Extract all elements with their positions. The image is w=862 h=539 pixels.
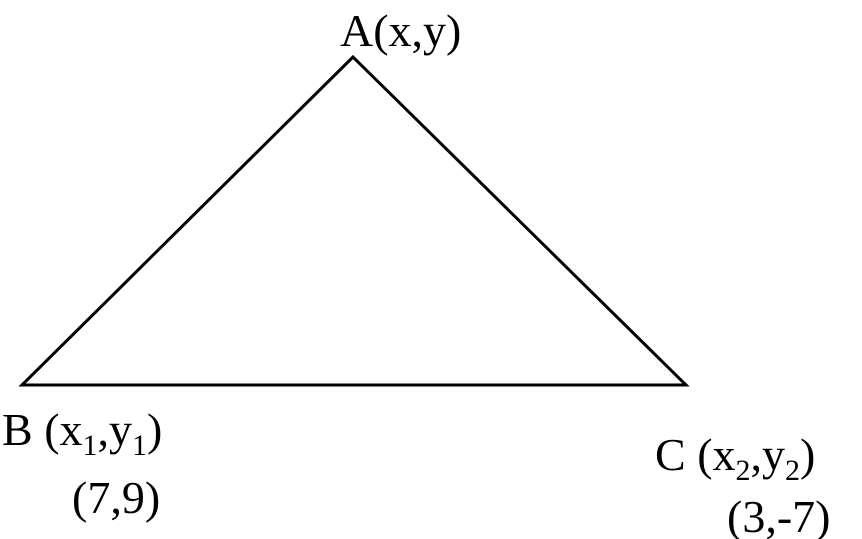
vertex-b-label: B (x1,y1)	[2, 404, 162, 462]
vertex-c-label: C (x2,y2)	[655, 429, 815, 487]
vertex-b-value: (7,9)	[72, 472, 160, 523]
vertex-a-label: A(x,y)	[340, 5, 461, 56]
triangle-abc	[18, 54, 690, 387]
vertex-c-value: (3,-7)	[727, 491, 830, 539]
